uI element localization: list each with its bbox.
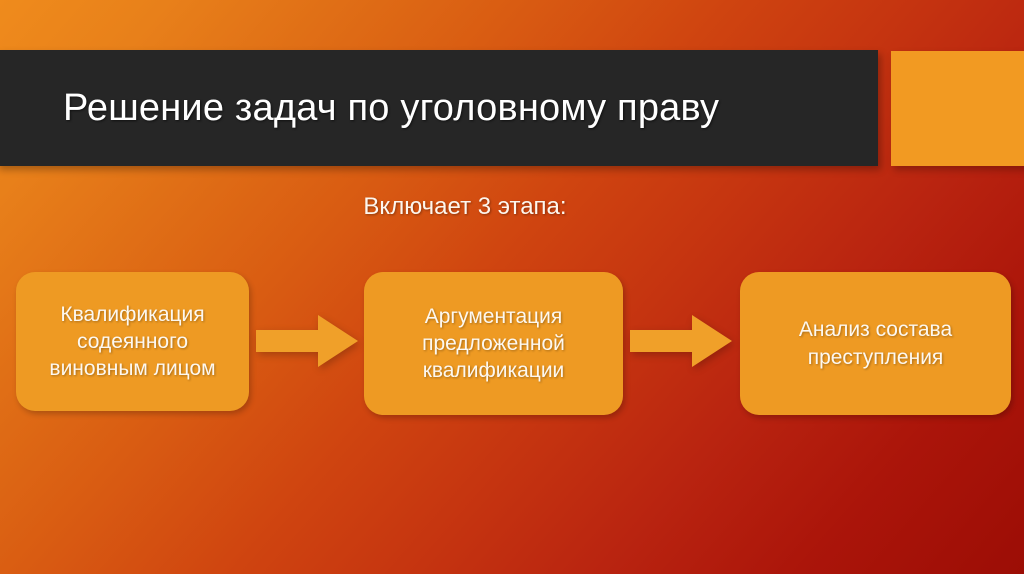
process-step-3-label: Анализ состава преступления: [798, 318, 953, 369]
slide-subtitle: Включает 3 этапа:: [363, 193, 567, 220]
process-step-1-label: Квалификация содеянного виновным лицом: [49, 302, 216, 381]
accent-block: [891, 51, 1024, 166]
process-step-2-label: Аргументация предложенной квалификации: [422, 304, 565, 383]
title-banner: Решение задач по уголовному праву: [0, 50, 878, 166]
process-step-1: Квалификация содеянного виновным лицом: [16, 272, 249, 411]
process-step-3: Анализ состава преступления: [740, 272, 1011, 415]
process-diagram: Квалификация содеянного виновным лицом А…: [0, 272, 1024, 417]
page-title: Решение задач по уголовному праву: [63, 86, 720, 129]
arrow-right-icon-1: [256, 315, 358, 367]
process-step-2: Аргументация предложенной квалификации: [364, 272, 623, 415]
arrow-right-icon-2: [630, 315, 732, 367]
